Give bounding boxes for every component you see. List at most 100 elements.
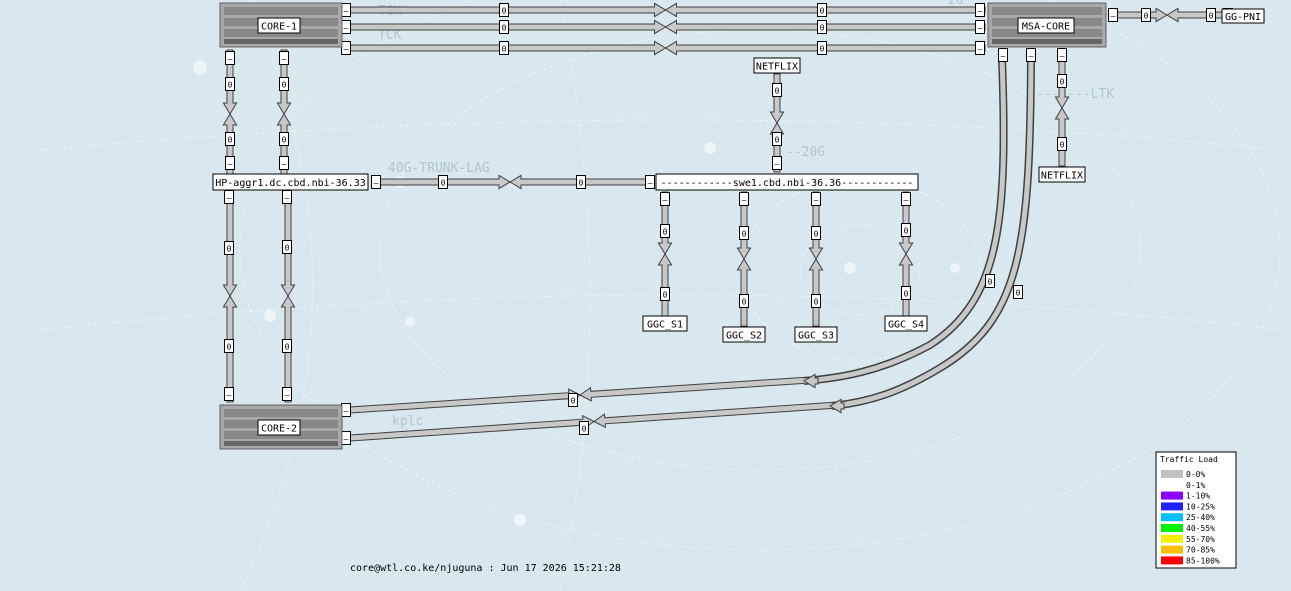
bw-value-18[interactable]: 0 <box>576 175 586 189</box>
bw-value-7[interactable]: 0 <box>1141 8 1151 22</box>
bw-dash-16[interactable]: – <box>282 387 292 401</box>
bw-dash-13-text: – <box>227 194 232 203</box>
bw-value-8[interactable]: 0 <box>1206 8 1216 22</box>
bw-value-25[interactable]: 0 <box>811 226 821 240</box>
bw-dash-15[interactable]: – <box>224 387 234 401</box>
bw-value-14[interactable]: 0 <box>282 240 292 254</box>
bw-dash-2[interactable]: – <box>341 20 351 34</box>
bw-value-9[interactable]: 0 <box>225 77 235 91</box>
bw-value-30[interactable]: 0 <box>1013 285 1023 299</box>
node-gg-pni-text: GG-PNI <box>1225 12 1261 23</box>
bw-value-24[interactable]: 0 <box>739 294 749 308</box>
bw-dash-23[interactable]: – <box>739 192 749 206</box>
bw-value-18-text: 0 <box>579 179 584 188</box>
bw-dash-1[interactable]: – <box>341 3 351 17</box>
bw-dash-24[interactable]: – <box>811 192 821 206</box>
node-hp-aggr[interactable]: HP-aggr1.dc.cbd.nbi-36.33 <box>212 173 369 191</box>
bw-value-2[interactable]: 0 <box>499 20 509 34</box>
bw-dash-22[interactable]: – <box>660 192 670 206</box>
bw-value-15[interactable]: 0 <box>224 339 234 353</box>
link-core2-msa-2-curve[interactable] <box>831 57 1034 409</box>
legend-label: 70-85% <box>1186 546 1215 555</box>
node-ggc-s2[interactable]: GGC_S2 <box>722 326 766 343</box>
link-swe1-ggc3-in[interactable] <box>808 258 824 327</box>
link-swe1-ggc1-in[interactable] <box>657 253 673 317</box>
bw-value-13[interactable]: 0 <box>224 241 234 255</box>
bw-value-28[interactable]: 0 <box>901 286 911 300</box>
bw-value-16-text: 0 <box>285 343 290 352</box>
bw-dash-12[interactable]: – <box>279 156 289 170</box>
node-ggc-s1[interactable]: GGC_S1 <box>642 315 688 332</box>
bw-dash-13[interactable]: – <box>224 190 234 204</box>
timestamp: core@wtl.co.ke/njuguna : Jun 17 2026 15:… <box>350 563 621 574</box>
bw-value-6[interactable]: 0 <box>817 41 827 55</box>
bw-dash-11[interactable]: – <box>225 156 235 170</box>
bw-dash-7[interactable]: – <box>1108 8 1118 22</box>
legend-swatch <box>1161 491 1183 500</box>
bw-dash-19[interactable]: – <box>371 175 381 189</box>
bw-dash-27[interactable]: – <box>1026 48 1036 62</box>
node-ggc-s4[interactable]: GGC_S4 <box>884 315 928 332</box>
bw-dash-21[interactable]: – <box>772 156 782 170</box>
bw-value-5[interactable]: 0 <box>817 20 827 34</box>
node-core1[interactable]: CORE-1 <box>257 17 301 34</box>
bw-dash-28[interactable]: – <box>1057 48 1067 62</box>
link-core2-msa-1-curve[interactable] <box>803 57 1007 384</box>
bw-value-29[interactable]: 0 <box>985 274 995 288</box>
bw-value-19[interactable]: 0 <box>772 83 782 97</box>
bw-value-32[interactable]: 0 <box>579 421 589 435</box>
bw-dash-18[interactable]: – <box>341 431 351 445</box>
node-swe1[interactable]: ------------swe1.cbd.nbi-36.36----------… <box>655 173 919 191</box>
bw-value-26[interactable]: 0 <box>811 294 821 308</box>
bw-value-21[interactable]: 0 <box>660 224 670 238</box>
link-swe1-ggc2-in[interactable] <box>736 258 752 327</box>
link-core2-msa-1-straight-in[interactable] <box>579 376 811 402</box>
bw-dash-26[interactable]: – <box>998 48 1008 62</box>
bw-value-33[interactable]: 0 <box>1057 74 1067 88</box>
bw-value-13-text: 0 <box>227 245 232 254</box>
bw-value-34[interactable]: 0 <box>1057 137 1067 151</box>
bw-dash-3[interactable]: – <box>341 41 351 55</box>
bw-dash-9[interactable]: – <box>225 51 235 65</box>
node-netflix-right[interactable]: NETFLIX <box>1038 166 1086 183</box>
link-core2-msa-1-straight-out[interactable] <box>349 388 581 414</box>
link-core2-msa-2-straight-in[interactable] <box>593 401 839 429</box>
bw-value-22[interactable]: 0 <box>660 287 670 301</box>
bw-value-11[interactable]: 0 <box>225 132 235 146</box>
node-gg-pni[interactable]: GG-PNI <box>1221 8 1265 24</box>
bw-dash-10[interactable]: – <box>279 51 289 65</box>
node-ggc-s3[interactable]: GGC_S3 <box>794 326 838 343</box>
bw-value-27[interactable]: 0 <box>901 223 911 237</box>
link-netflix-swe1-out[interactable] <box>769 73 785 124</box>
legend-item: 85-100% <box>1161 556 1220 565</box>
bw-dash-14[interactable]: – <box>282 190 292 204</box>
bw-value-20[interactable]: 0 <box>772 132 782 146</box>
bw-dash-15-text: – <box>227 391 232 400</box>
link-core2-msa-2-straight-out[interactable] <box>349 414 595 442</box>
node-core2[interactable]: CORE-2 <box>257 419 301 436</box>
bw-dash-6[interactable]: – <box>975 41 985 55</box>
link-core2-msa-2-head[interactable] <box>829 398 845 414</box>
bw-value-23[interactable]: 0 <box>739 226 749 240</box>
legend-item: 40-55% <box>1161 524 1215 533</box>
bw-value-10[interactable]: 0 <box>279 77 289 91</box>
bw-value-17[interactable]: 0 <box>438 175 448 189</box>
bw-value-1[interactable]: 0 <box>499 3 509 17</box>
bw-value-12[interactable]: 0 <box>279 132 289 146</box>
link-swe1-ggc4-in[interactable] <box>898 253 914 317</box>
link-msa-ggpni-out[interactable] <box>1111 7 1168 23</box>
bw-dash-20[interactable]: – <box>645 175 655 189</box>
bw-value-3[interactable]: 0 <box>499 41 509 55</box>
node-msa-core[interactable]: MSA-CORE <box>1017 17 1075 34</box>
bw-value-31[interactable]: 0 <box>568 393 578 407</box>
bw-value-16[interactable]: 0 <box>282 339 292 353</box>
bw-dash-5[interactable]: – <box>975 20 985 34</box>
bw-dash-20-text: – <box>648 179 653 188</box>
node-netflix-top[interactable]: NETFLIX <box>753 57 801 74</box>
bw-dash-25[interactable]: – <box>901 192 911 206</box>
bw-dash-17[interactable]: – <box>341 403 351 417</box>
bw-value-9-text: 0 <box>228 81 233 90</box>
bw-value-4[interactable]: 0 <box>817 3 827 17</box>
link-core2-msa-1-head[interactable] <box>803 373 819 389</box>
bw-dash-4[interactable]: – <box>975 3 985 17</box>
